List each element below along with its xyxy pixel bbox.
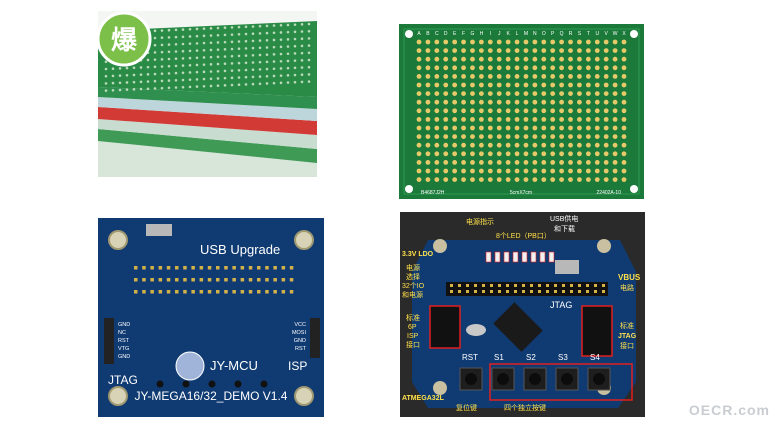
column-label: D (444, 31, 448, 37)
four-keys-label: 四个独立按键 (504, 403, 546, 412)
s1-silkscreen: S1 (494, 353, 504, 362)
vbus-label: VBUS (618, 273, 641, 282)
power-select-label-1: 电源 (406, 263, 420, 272)
vbus-circuit-label: 电路 (620, 283, 634, 292)
s4-silkscreen: S4 (590, 353, 600, 362)
s3-silkscreen: S3 (558, 353, 568, 362)
isp-pin-label: GND (294, 338, 306, 344)
power-select-label-2: 选择 (406, 272, 420, 281)
jy-mcu-board-photo: USB Upgrade GND NC RST VTG GND JTAG VCC MOSI G… (98, 218, 324, 417)
jtag-pin-label: GND (118, 354, 130, 360)
jtag-pin-label: RST (118, 338, 130, 344)
annotated-board-photo: 电源指示 USB供电 和下载 8个LED（PB口） 3.3V LDO 电源 选择… (400, 212, 645, 417)
usb-download-label: 和下载 (554, 224, 575, 233)
column-label: S (578, 31, 582, 37)
column-label: K (506, 31, 510, 37)
column-label: R (569, 31, 573, 37)
io-label-1: 32个IO (402, 282, 425, 290)
std-left-label-2: 6P (408, 324, 417, 331)
column-label: T (587, 31, 590, 37)
stacked-pcb-photo: 爆 (98, 11, 317, 177)
mini-usb-icon (555, 260, 579, 274)
jtag-header-icon (581, 305, 613, 357)
column-label: W (613, 31, 618, 37)
column-label: Q (560, 31, 564, 37)
column-label: B (426, 31, 430, 37)
column-label: P (551, 31, 555, 37)
usb-upgrade-label: USB Upgrade (200, 242, 280, 257)
isp-header-icon (429, 305, 461, 349)
board-size-label: 5cmX7cm (510, 190, 532, 196)
board-code-right: 22402A-10 (597, 190, 622, 196)
isp-pin-label: MOSI (292, 330, 307, 336)
crystal-icon (466, 324, 486, 336)
jy-mcu-board-image: USB Upgrade GND NC RST VTG GND JTAG VCC MOSI G… (98, 218, 324, 417)
reset-key-label: 复位键 (456, 403, 477, 412)
power-indicator-label: 电源指示 (466, 217, 494, 226)
board-code-left: B4687J2H (421, 190, 445, 196)
usb-port-icon (146, 224, 172, 236)
isp-label: ISP (288, 359, 307, 373)
column-label: L (516, 31, 519, 37)
stacked-pcb-image: 爆 (98, 11, 317, 177)
column-label: V (605, 31, 609, 37)
jtag-pin-label: VTG (118, 346, 129, 352)
std-right-label-1: 标准 (620, 321, 634, 330)
std-right-label-3: 接口 (620, 341, 634, 350)
leds-label: 8个LED（PB口） (496, 232, 551, 240)
jtag-pin-label: GND (118, 322, 130, 328)
model-label: JY-MEGA16/32_DEMO V1.4 (135, 389, 288, 403)
io-label-2: 和电源 (402, 290, 423, 299)
column-label: G (471, 31, 475, 37)
column-label: M (524, 31, 528, 37)
mcu-chip-icon (493, 302, 543, 352)
column-label: A (417, 31, 421, 37)
column-label: H (480, 31, 484, 37)
badge-icon (98, 11, 152, 67)
std-left-label-3: ISP (407, 333, 419, 340)
rst-silkscreen: RST (462, 353, 478, 362)
isp-pin-label: VCC (294, 322, 306, 328)
annotated-board-image: 电源指示 USB供电 和下载 8个LED（PB口） 3.3V LDO 电源 选择… (400, 212, 645, 417)
column-label: J (498, 31, 501, 37)
column-label: N (533, 31, 537, 37)
s2-silkscreen: S2 (526, 353, 536, 362)
watermark: OECR.com (688, 402, 770, 418)
std-left-label-4: 接口 (406, 340, 420, 349)
column-label: X (622, 31, 626, 37)
badge-text: 爆 (111, 25, 138, 55)
column-label: C (435, 31, 439, 37)
usb-power-label: USB供电 (550, 214, 578, 223)
jtag-label: JTAG (108, 373, 138, 387)
isp-pin-label: RST (295, 346, 307, 352)
column-label: O (542, 31, 546, 37)
jtag-pin-label: NC (118, 330, 126, 336)
chip-label: ATMEGA32L (402, 395, 445, 402)
column-label: U (595, 31, 599, 37)
ldo-label: 3.3V LDO (402, 251, 434, 258)
column-label: I (490, 31, 491, 37)
logo-icon (175, 351, 205, 381)
std-right-label-2: JTAG (618, 333, 637, 340)
column-label: E (453, 31, 457, 37)
jtag-silkscreen: JTAG (550, 300, 572, 310)
column-label: F (462, 31, 465, 37)
std-left-label-1: 标准 (406, 313, 420, 322)
brand-label: JY-MCU (210, 358, 258, 373)
